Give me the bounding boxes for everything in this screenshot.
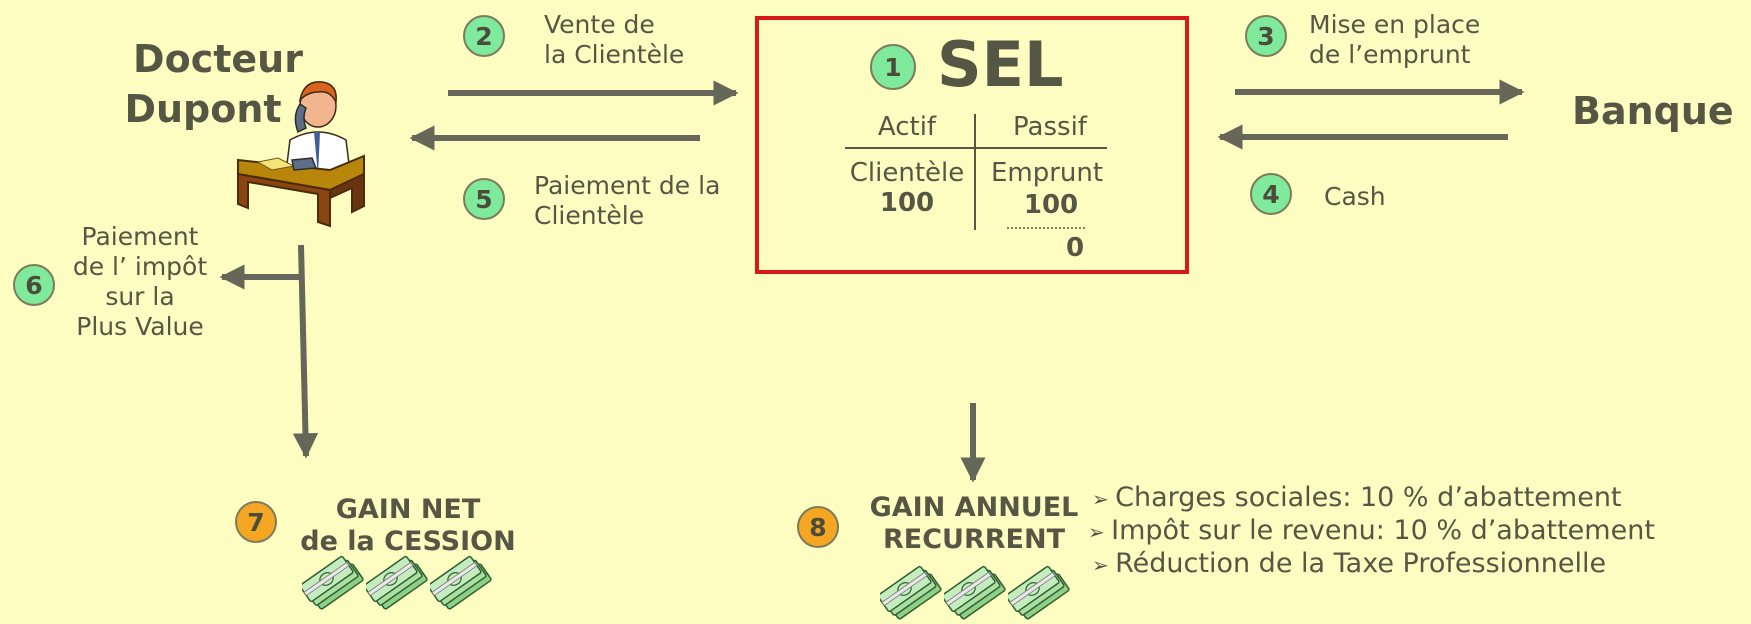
t-account-lines (845, 114, 1107, 230)
label-emprunt: Mise en place de l’emprunt (1309, 10, 1480, 70)
money-stacks-left (302, 552, 502, 620)
step-badge-1: 1 (870, 44, 916, 90)
label-vente-line2: la Clientèle (544, 40, 685, 69)
money-stack-icon (430, 555, 492, 610)
label-paiement-line2: Clientèle (534, 201, 645, 230)
step-badge-5: 5 (463, 178, 505, 220)
actif-item: Clientèle (849, 158, 965, 188)
money-stacks-right (880, 562, 1080, 622)
arrow-doctor-down (292, 244, 319, 459)
label-impot: Paiement de l’ impôt sur la Plus Value (62, 222, 218, 342)
gain-net-line2: de la CESSION (300, 526, 516, 557)
doctor-name: Docteur Dupont (118, 34, 318, 134)
arrow-bullet-icon: ➢ (1092, 487, 1116, 511)
actif-header: Actif (877, 112, 937, 142)
gain-annuel-line1: GAIN ANNUEL (869, 492, 1079, 523)
arrow-bullet-icon: ➢ (1092, 553, 1116, 577)
step-badge-6: 6 (13, 264, 55, 306)
gain-net-title: GAIN NET de la CESSION (290, 494, 526, 558)
doctor-name-line1: Docteur (133, 37, 303, 81)
gain-annuel-title: GAIN ANNUEL RECURRENT (862, 492, 1086, 556)
money-stack-icon (880, 565, 942, 620)
money-stack-icon (944, 565, 1006, 620)
step-badge-7: 7 (235, 501, 277, 543)
passif-item: Emprunt (990, 158, 1104, 188)
passif-header: Passif (1013, 112, 1087, 142)
gain-net-line1: GAIN NET (335, 494, 481, 525)
label-emprunt-line2: de l’emprunt (1309, 40, 1471, 69)
label-impot-line3: sur la (105, 282, 175, 311)
money-stack-icon (1008, 565, 1070, 620)
step-badge-4: 4 (1250, 173, 1292, 215)
label-paiement: Paiement de la Clientèle (534, 171, 720, 231)
benefits-list: ➢ Charges sociales: 10 % d’abattement ➢ … (1088, 482, 1655, 581)
step-badge-2: 2 (463, 15, 505, 57)
label-vente-line1: Vente de (544, 10, 655, 39)
bank-name: Banque (1572, 89, 1734, 133)
label-impot-line2: de l’ impôt (72, 252, 208, 281)
sel-balance-sheet: SEL Actif Passif Clientèle 100 Emprunt 1… (755, 16, 1189, 274)
benefit-item: ➢ Impôt sur le revenu: 10 % d’abattement (1088, 515, 1655, 546)
sel-title: SEL (937, 28, 1064, 101)
passif-balance: 0 (1065, 233, 1085, 263)
arrow-bullet-icon: ➢ (1088, 520, 1112, 544)
doctor-name-line2: Dupont (124, 87, 282, 131)
step-badge-8: 8 (797, 506, 839, 548)
label-emprunt-line1: Mise en place (1309, 10, 1481, 39)
gain-annuel-line2: RECURRENT (882, 524, 1065, 555)
doctor-on-phone-at-desk-icon (237, 81, 365, 228)
label-impot-line4: Plus Value (76, 312, 204, 341)
money-stack-icon (302, 555, 364, 610)
label-impot-line1: Paiement (81, 222, 199, 251)
passif-value: 100 (1023, 190, 1079, 220)
label-cash: Cash (1324, 182, 1386, 211)
label-vente: Vente de la Clientèle (544, 10, 684, 70)
label-paiement-line1: Paiement de la (534, 171, 721, 200)
actif-value: 100 (879, 188, 935, 218)
step-badge-3: 3 (1245, 15, 1287, 57)
money-stack-icon (366, 555, 428, 610)
benefit-item: ➢ Réduction de la Taxe Professionnelle (1092, 548, 1607, 579)
benefit-item: ➢ Charges sociales: 10 % d’abattement (1092, 482, 1622, 513)
